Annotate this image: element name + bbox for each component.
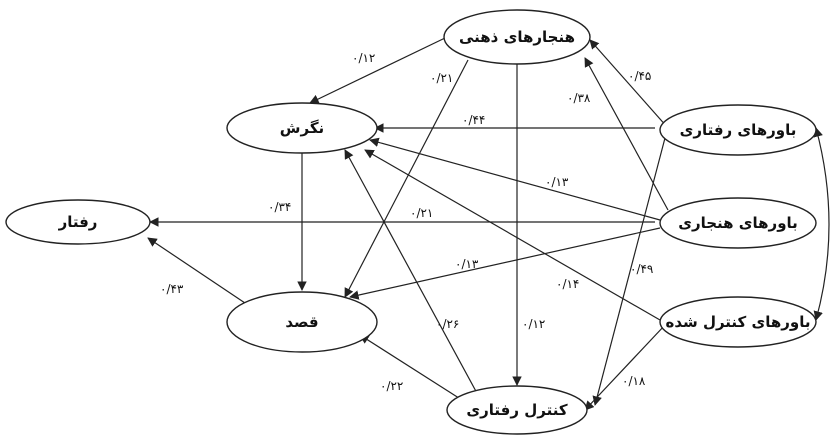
coef-sn-to-control: ۰/۳۸ [567, 91, 591, 105]
node-intention: قصد [226, 291, 378, 353]
edge-bb-to-control [592, 137, 666, 406]
edge-nb-to-intention [349, 227, 661, 300]
edge-nb-to-attitude [369, 137, 661, 221]
edges [147, 37, 830, 411]
edge-sn-to-intention [344, 59, 469, 298]
node-behavioral-beliefs: باورهای رفتاری [659, 104, 817, 156]
edge-cb-to-control [584, 324, 666, 411]
coef-intention-to-behavior: ۰/۴۳ [160, 282, 184, 296]
coef-sn-to-attitude: ۰/۱۲ [352, 51, 375, 65]
node-control-beliefs: باورهای کنترل شده [659, 296, 817, 348]
edge-control-to-attitude [344, 149, 479, 396]
node-behavior: رفتار [5, 199, 151, 245]
svg-text:باورهای کنترل شده: باورهای کنترل شده [665, 313, 810, 331]
coef-control-to-intention: ۰/۲۲ [380, 379, 403, 393]
coef-sn-down-to-control: ۰/۱۲ [522, 317, 545, 331]
svg-text:باورهای هنجاری: باورهای هنجاری [678, 214, 798, 232]
coef-nb-to-behavior: ۰/۲۱ [410, 206, 433, 220]
svg-text:باورهای رفتاری: باورهای رفتاری [680, 121, 797, 139]
svg-text:نگرش: نگرش [280, 119, 324, 137]
edge-intention-to-behavior [147, 237, 246, 304]
node-subjective-norms: هنجارهای ذهنی [443, 9, 591, 65]
coef-sn-to-intention: ۰/۲۱ [430, 71, 453, 85]
coef-attitude-to-intention: ۰/۳۴ [268, 200, 291, 214]
svg-text:قصد: قصد [285, 313, 318, 331]
edge-nb-to-sn [584, 57, 669, 211]
coef-cb-to-attitude: ۰/۱۴ [556, 277, 579, 291]
edge-sn-to-attitude [309, 37, 446, 104]
node-behavioral-control: کنترل رفتاری [446, 385, 588, 435]
svg-text:هنجارهای ذهنی: هنجارهای ذهنی [459, 28, 575, 46]
coef-bb-to-attitude: ۰/۴۴ [462, 113, 485, 127]
coef-control-to-attitude: ۰/۲۶ [436, 317, 459, 331]
edge-control-to-intention [359, 334, 463, 401]
edge-bb-to-sn [589, 39, 669, 129]
coef-cb-to-control: ۰/۱۸ [622, 374, 646, 388]
coef-nb-to-intention: ۰/۱۳ [455, 257, 479, 271]
svg-text:کنترل رفتاری: کنترل رفتاری [466, 401, 567, 419]
node-normative-beliefs: باورهای هنجاری [659, 197, 817, 249]
coefficients: ۰/۱۲ ۰/۲۱ ۰/۳۸ ۰/۴۵ ۰/۴۴ ۰/۱۳ ۰/۳۴ ۰/۲۱ … [160, 51, 653, 393]
coef-bb-to-control: ۰/۴۹ [630, 262, 653, 276]
coef-nb-to-attitude: ۰/۱۳ [545, 175, 569, 189]
edge-cb-to-attitude [364, 149, 661, 321]
svg-text:رفتار: رفتار [58, 213, 98, 231]
node-attitude: نگرش [226, 102, 378, 154]
coef-bb-to-sn: ۰/۴۵ [628, 69, 651, 83]
edge-bidirectional-beliefs [813, 127, 830, 321]
